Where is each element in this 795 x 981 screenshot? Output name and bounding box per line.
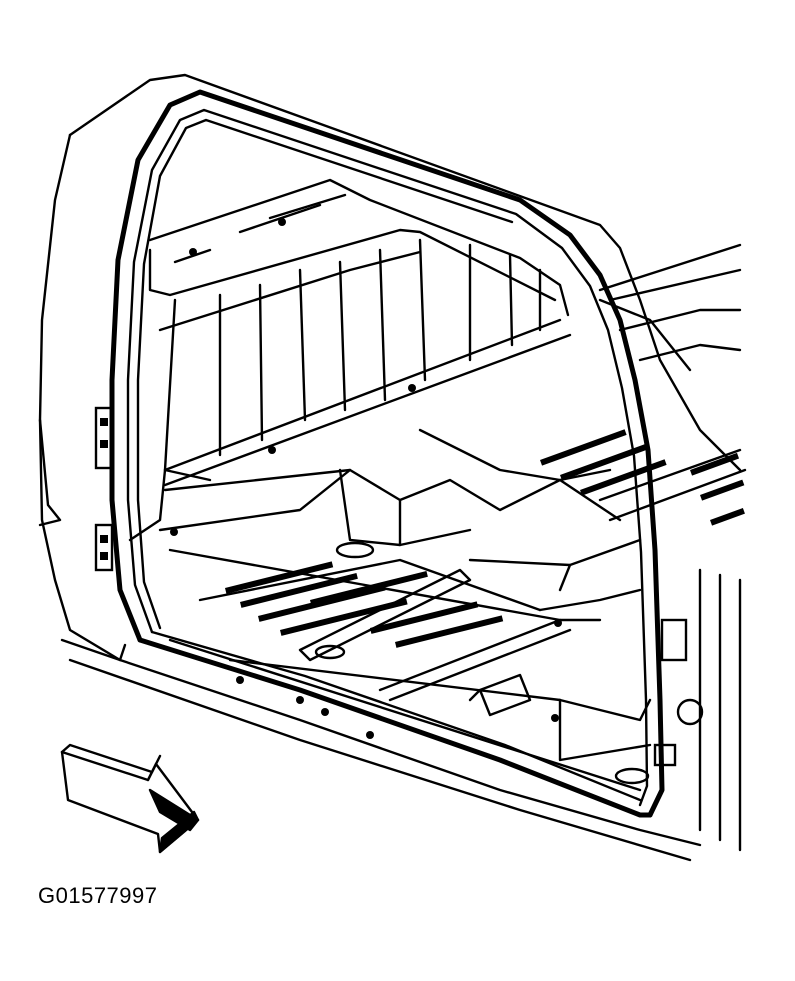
door-frame-outline [38, 73, 742, 862]
figure-code: G01577997 [38, 883, 158, 908]
door-seal [109, 89, 665, 818]
fastener-holes [170, 218, 650, 785]
b-pillar [653, 568, 742, 852]
rear-cab-wall [128, 178, 572, 542]
direction-arrow-icon [60, 743, 200, 854]
bed-floor [539, 243, 747, 526]
floor-panel [168, 548, 602, 702]
floor-console [158, 428, 652, 762]
upper-hinge [94, 406, 114, 470]
lower-hinge [94, 523, 114, 572]
